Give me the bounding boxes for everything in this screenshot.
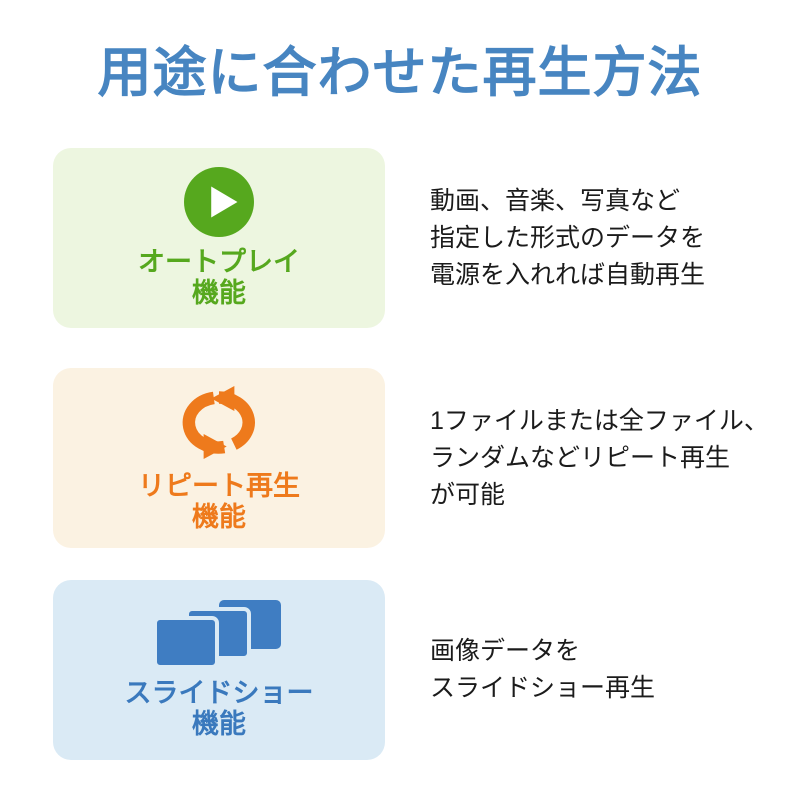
description-line: 電源を入れれば自動再生 bbox=[430, 260, 706, 289]
description-line: ランダムなどリピート再生 bbox=[430, 443, 731, 472]
feature-label-repeat: リピート再生 機能 bbox=[138, 471, 300, 533]
feature-label-line1: オートプレイ bbox=[138, 247, 300, 277]
feature-label-line2: 機能 bbox=[192, 278, 246, 308]
description-line: 指定した形式のデータを bbox=[430, 223, 706, 252]
page-title: 用途に合わせた再生方法 bbox=[97, 43, 703, 103]
repeat-icon bbox=[171, 384, 267, 461]
feature-card-repeat: リピート再生 機能 bbox=[53, 368, 385, 548]
feature-card-autoplay: オートプレイ 機能 bbox=[53, 148, 385, 328]
feature-row-autoplay: オートプレイ 機能 動画、音楽、写真など 指定した形式のデータを 電源を入れれば… bbox=[53, 148, 705, 328]
description-line: 画像データを bbox=[430, 637, 581, 665]
feature-label-line1: スライドショー bbox=[124, 678, 314, 708]
feature-label-line2: 機能 bbox=[192, 501, 246, 532]
description-line: が可能 bbox=[430, 480, 506, 509]
feature-label-autoplay: オートプレイ 機能 bbox=[138, 247, 300, 309]
slideshow-icon bbox=[155, 600, 283, 668]
feature-label-line1: リピート再生 bbox=[138, 470, 300, 501]
description-line: 1ファイルまたは全ファイル、 bbox=[430, 406, 769, 435]
feature-description-repeat: 1ファイルまたは全ファイル、 ランダムなどリピート再生 が可能 bbox=[430, 403, 769, 514]
feature-description-autoplay: 動画、音楽、写真など 指定した形式のデータを 電源を入れれば自動再生 bbox=[430, 183, 705, 294]
feature-description-slideshow: 画像データを スライドショー再生 bbox=[430, 633, 655, 707]
feature-label-slideshow: スライドショー 機能 bbox=[125, 678, 314, 740]
feature-card-slideshow: スライドショー 機能 bbox=[53, 580, 385, 760]
description-line: 動画、音楽、写真など bbox=[430, 186, 681, 215]
feature-label-line2: 機能 bbox=[192, 709, 246, 739]
feature-row-repeat: リピート再生 機能 1ファイルまたは全ファイル、 ランダムなどリピート再生 が可… bbox=[53, 368, 769, 548]
description-line: スライドショー再生 bbox=[430, 674, 656, 702]
play-icon bbox=[184, 167, 254, 237]
feature-row-slideshow: スライドショー 機能 画像データを スライドショー再生 bbox=[53, 580, 655, 760]
